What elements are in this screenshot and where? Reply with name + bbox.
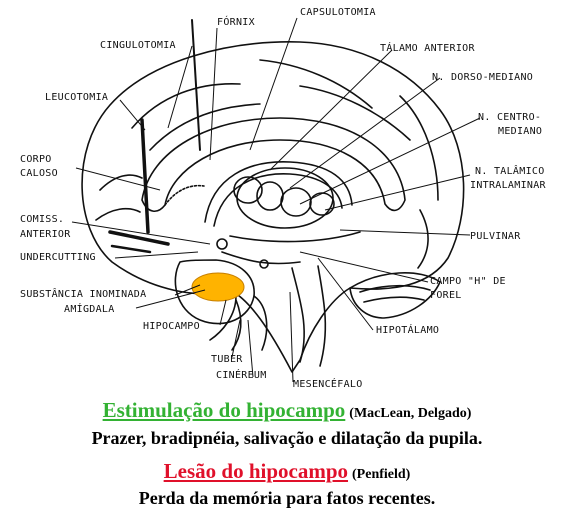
label-centro-mediano-1: N. CENTRO-: [478, 112, 541, 123]
label-campo-h-1: CAMPO "H" DE: [430, 276, 506, 287]
label-capsulotomia: CAPSULOTOMIA: [300, 7, 376, 18]
stimulation-authors: (MacLean, Delgado): [349, 406, 472, 421]
lesion-effects: Perda da memória para fatos recentes.: [138, 488, 436, 508]
label-tuber-2: CINÉREUM: [216, 368, 267, 381]
label-amigdala: AMÍGDALA: [64, 302, 115, 315]
label-undercutting: UNDERCUTTING: [20, 252, 96, 263]
corpus-callosum: [141, 117, 406, 212]
label-corpo-caloso-1: CORPO: [20, 154, 52, 165]
label-mesencefalo: MESENCÉFALO: [293, 377, 363, 390]
label-comiss-2: ANTERIOR: [20, 229, 71, 240]
stimulation-effects: Prazer, bradipnéia, salivação e dilataçã…: [91, 428, 483, 448]
stimulation-heading: Estimulação do hipocampo (MacLean, Delga…: [0, 398, 574, 423]
label-talamo-anterior: TÁLAMO ANTERIOR: [380, 41, 475, 54]
lesion-heading: Lesão do hipocampo (Penfield): [0, 459, 574, 484]
label-tuber-1: TUBER: [211, 354, 243, 365]
label-leucotomia: LEUCOTOMIA: [45, 92, 108, 103]
label-hipotalamo: HIPOTÁLAMO: [376, 323, 439, 336]
label-talamico-2: INTRALAMINAR: [470, 180, 547, 191]
brainstem: [291, 267, 305, 363]
label-fornix: FÓRNIX: [217, 15, 255, 28]
cerebellum: [349, 272, 441, 319]
lesion-title: Lesão do hipocampo: [163, 459, 349, 483]
label-hipocampo: HIPOCAMPO: [143, 321, 200, 332]
label-cingulotomia: CINGULOTOMIA: [100, 40, 176, 51]
stimulation-title: Estimulação do hipocampo: [102, 398, 346, 422]
brain-sagittal-diagram: FÓRNIX CAPSULOTOMIA CINGULOTOMIA TÁLAMO …: [20, 7, 547, 390]
label-substancia: SUBSTÂNCIA INOMINADA: [20, 287, 146, 300]
label-corpo-caloso-2: CALOSO: [20, 168, 58, 179]
label-centro-mediano-2: MEDIANO: [498, 126, 542, 137]
amygdala-highlight: [191, 272, 245, 302]
label-dorso-mediano: N. DORSO-MEDIANO: [432, 72, 533, 83]
label-pulvinar: PULVINAR: [470, 231, 521, 242]
lesion-author: (Penfield): [352, 467, 411, 482]
label-campo-h-2: FOREL: [430, 290, 462, 301]
label-comiss-1: COMISS.: [20, 214, 64, 225]
label-talamico-1: N. TALÂMICO: [475, 164, 545, 177]
cortex-outline: [81, 41, 465, 373]
